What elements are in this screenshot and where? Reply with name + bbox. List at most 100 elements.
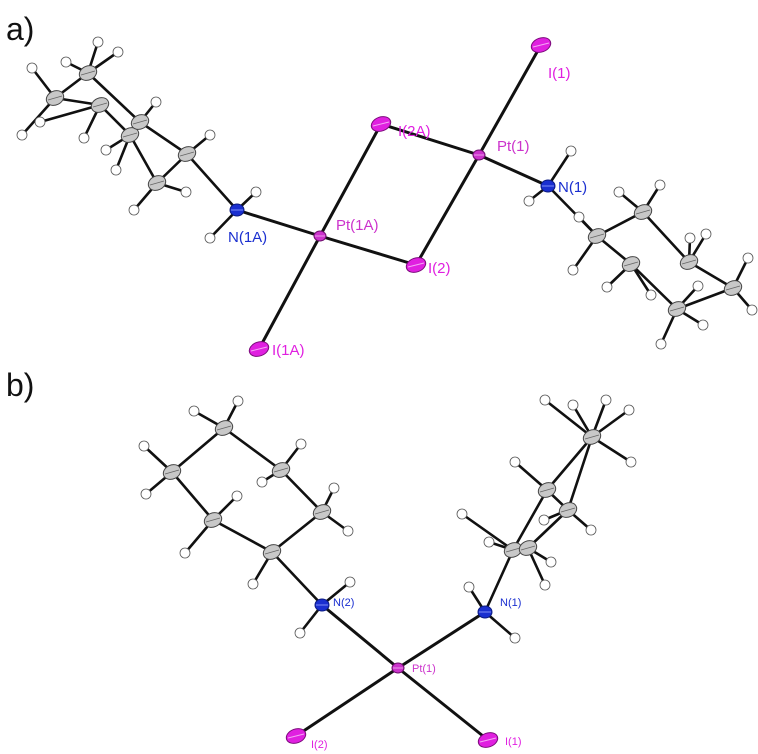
bond-b_rc3-b_rc4 xyxy=(566,435,594,512)
label-b-i1: I(1) xyxy=(505,736,522,748)
hydrogen-atom xyxy=(60,56,72,68)
hydrogen-atom xyxy=(456,508,468,520)
hydrogen-atom xyxy=(601,281,613,293)
label-a-pt1a: Pt(1A) xyxy=(336,217,379,234)
hydrogen-atom xyxy=(110,164,122,176)
hydrogen-atom xyxy=(328,482,340,494)
hydrogen-atom xyxy=(204,232,216,244)
carbon-atom xyxy=(587,228,607,244)
label-b-n1: N(1) xyxy=(500,597,521,609)
hydrogen-atom xyxy=(697,319,709,331)
bond-a_pt1-a_i2a xyxy=(379,122,481,157)
carbon-atom xyxy=(633,204,653,220)
hydrogen-atom xyxy=(344,576,356,588)
nitrogen-atom xyxy=(229,203,245,217)
bond-b_n2-b_lc1 xyxy=(270,550,324,607)
bond-a_lc6-a_lc7 xyxy=(86,71,142,124)
carbon-atom xyxy=(203,512,223,528)
carbon-atom xyxy=(130,114,150,130)
hydrogen-atom xyxy=(692,280,704,292)
hydrogen-atom xyxy=(78,132,90,144)
carbon-atom xyxy=(312,504,332,520)
bond-a_pt1-a_i1 xyxy=(477,43,543,157)
bond-a_rc5-a_rc6 xyxy=(675,286,735,311)
bond-a_pt1a-a_i2 xyxy=(318,234,418,267)
nitrogen-atom xyxy=(477,605,493,619)
carbon-atom xyxy=(621,256,641,272)
iodine-atom xyxy=(405,257,427,273)
hydrogen-atom xyxy=(600,394,612,406)
bond-a_pt1a-a_i2a xyxy=(318,122,383,238)
hydrogen-atom xyxy=(625,456,637,468)
hydrogen-atom xyxy=(128,204,140,216)
bond-b_n1-b_rc1 xyxy=(483,548,515,614)
carbon-atom xyxy=(147,175,167,191)
bonds-layer xyxy=(20,40,754,742)
carbon-atom xyxy=(45,90,65,106)
hydrogen-atom xyxy=(613,186,625,198)
bond-a_rc2-a_rc4 xyxy=(641,210,691,264)
iodine-atom xyxy=(370,116,392,132)
hydrogen-atom xyxy=(112,46,124,58)
carbon-atom xyxy=(582,429,602,445)
label-a-i1a: I(1A) xyxy=(272,342,305,359)
bond-a_pt1a-a_n1a xyxy=(235,208,322,238)
bond-a_n1-a_hn1 xyxy=(546,149,573,188)
hydrogen-atom xyxy=(188,405,200,417)
bond-b_lc4-b_lc5 xyxy=(222,426,283,472)
hydrogen-atom xyxy=(150,96,162,108)
label-a-i2: I(2) xyxy=(428,260,451,277)
carbon-atom xyxy=(723,280,743,296)
hydrogen-atom xyxy=(509,632,521,644)
bond-a_n1a-a_lc1 xyxy=(185,152,239,212)
iodine-atom xyxy=(477,732,499,748)
iodine-atom xyxy=(248,341,270,357)
hydrogen-atom xyxy=(100,144,112,156)
bond-b_pt1-b_i1 xyxy=(396,666,490,742)
bond-a_rc3-a_rc5 xyxy=(629,262,679,311)
atoms-layer xyxy=(16,36,758,748)
hydrogen-atom xyxy=(623,404,635,416)
platinum-atom xyxy=(472,149,486,161)
iodine-atom xyxy=(530,37,552,53)
label-a-pt1: Pt(1) xyxy=(497,138,530,155)
label-a-i1: I(1) xyxy=(548,65,571,82)
hydrogen-atom xyxy=(231,490,243,502)
label-b-pt1: Pt(1) xyxy=(412,663,436,675)
carbon-atom xyxy=(271,462,291,478)
hydrogen-atom xyxy=(138,440,150,452)
platinum-atom xyxy=(313,230,327,242)
hydrogen-atom xyxy=(645,289,657,301)
hydrogen-atom xyxy=(140,488,152,500)
bond-a_lc1-a_lc7 xyxy=(138,120,189,156)
hydrogen-atom xyxy=(483,536,495,548)
bond-b_lc2-b_lc3 xyxy=(170,470,215,522)
carbon-atom xyxy=(518,540,538,556)
bond-a_pt1-a_i2 xyxy=(414,153,481,267)
platinum-atom xyxy=(391,662,405,674)
hydrogen-atom xyxy=(684,232,696,244)
iodine-atom xyxy=(285,728,307,744)
hydrogen-atom xyxy=(250,186,262,198)
hydrogen-atom xyxy=(565,145,577,157)
hydrogen-atom xyxy=(538,514,550,526)
hydrogen-atom xyxy=(539,394,551,406)
hydrogen-atom xyxy=(539,579,551,591)
panel-a-label: a) xyxy=(6,11,34,47)
nitrogen-atom xyxy=(314,598,330,612)
hydrogen-atom xyxy=(463,581,475,593)
hydrogen-atom xyxy=(545,556,557,568)
carbon-atom xyxy=(177,146,197,162)
hydrogen-atom xyxy=(179,547,191,559)
hydrogen-atom xyxy=(34,116,46,128)
hydrogen-atom xyxy=(26,62,38,74)
carbon-atom xyxy=(214,420,234,436)
hydrogen-atom xyxy=(700,228,712,240)
bond-b_lc6-b_lc1 xyxy=(270,510,324,554)
bond-b_lc5-b_lc6 xyxy=(279,468,324,514)
hydrogen-atom xyxy=(247,578,259,590)
hydrogen-atom xyxy=(16,129,28,141)
hydrogen-atom xyxy=(342,525,354,537)
bond-a_pt1a-a_i1a xyxy=(257,234,322,351)
